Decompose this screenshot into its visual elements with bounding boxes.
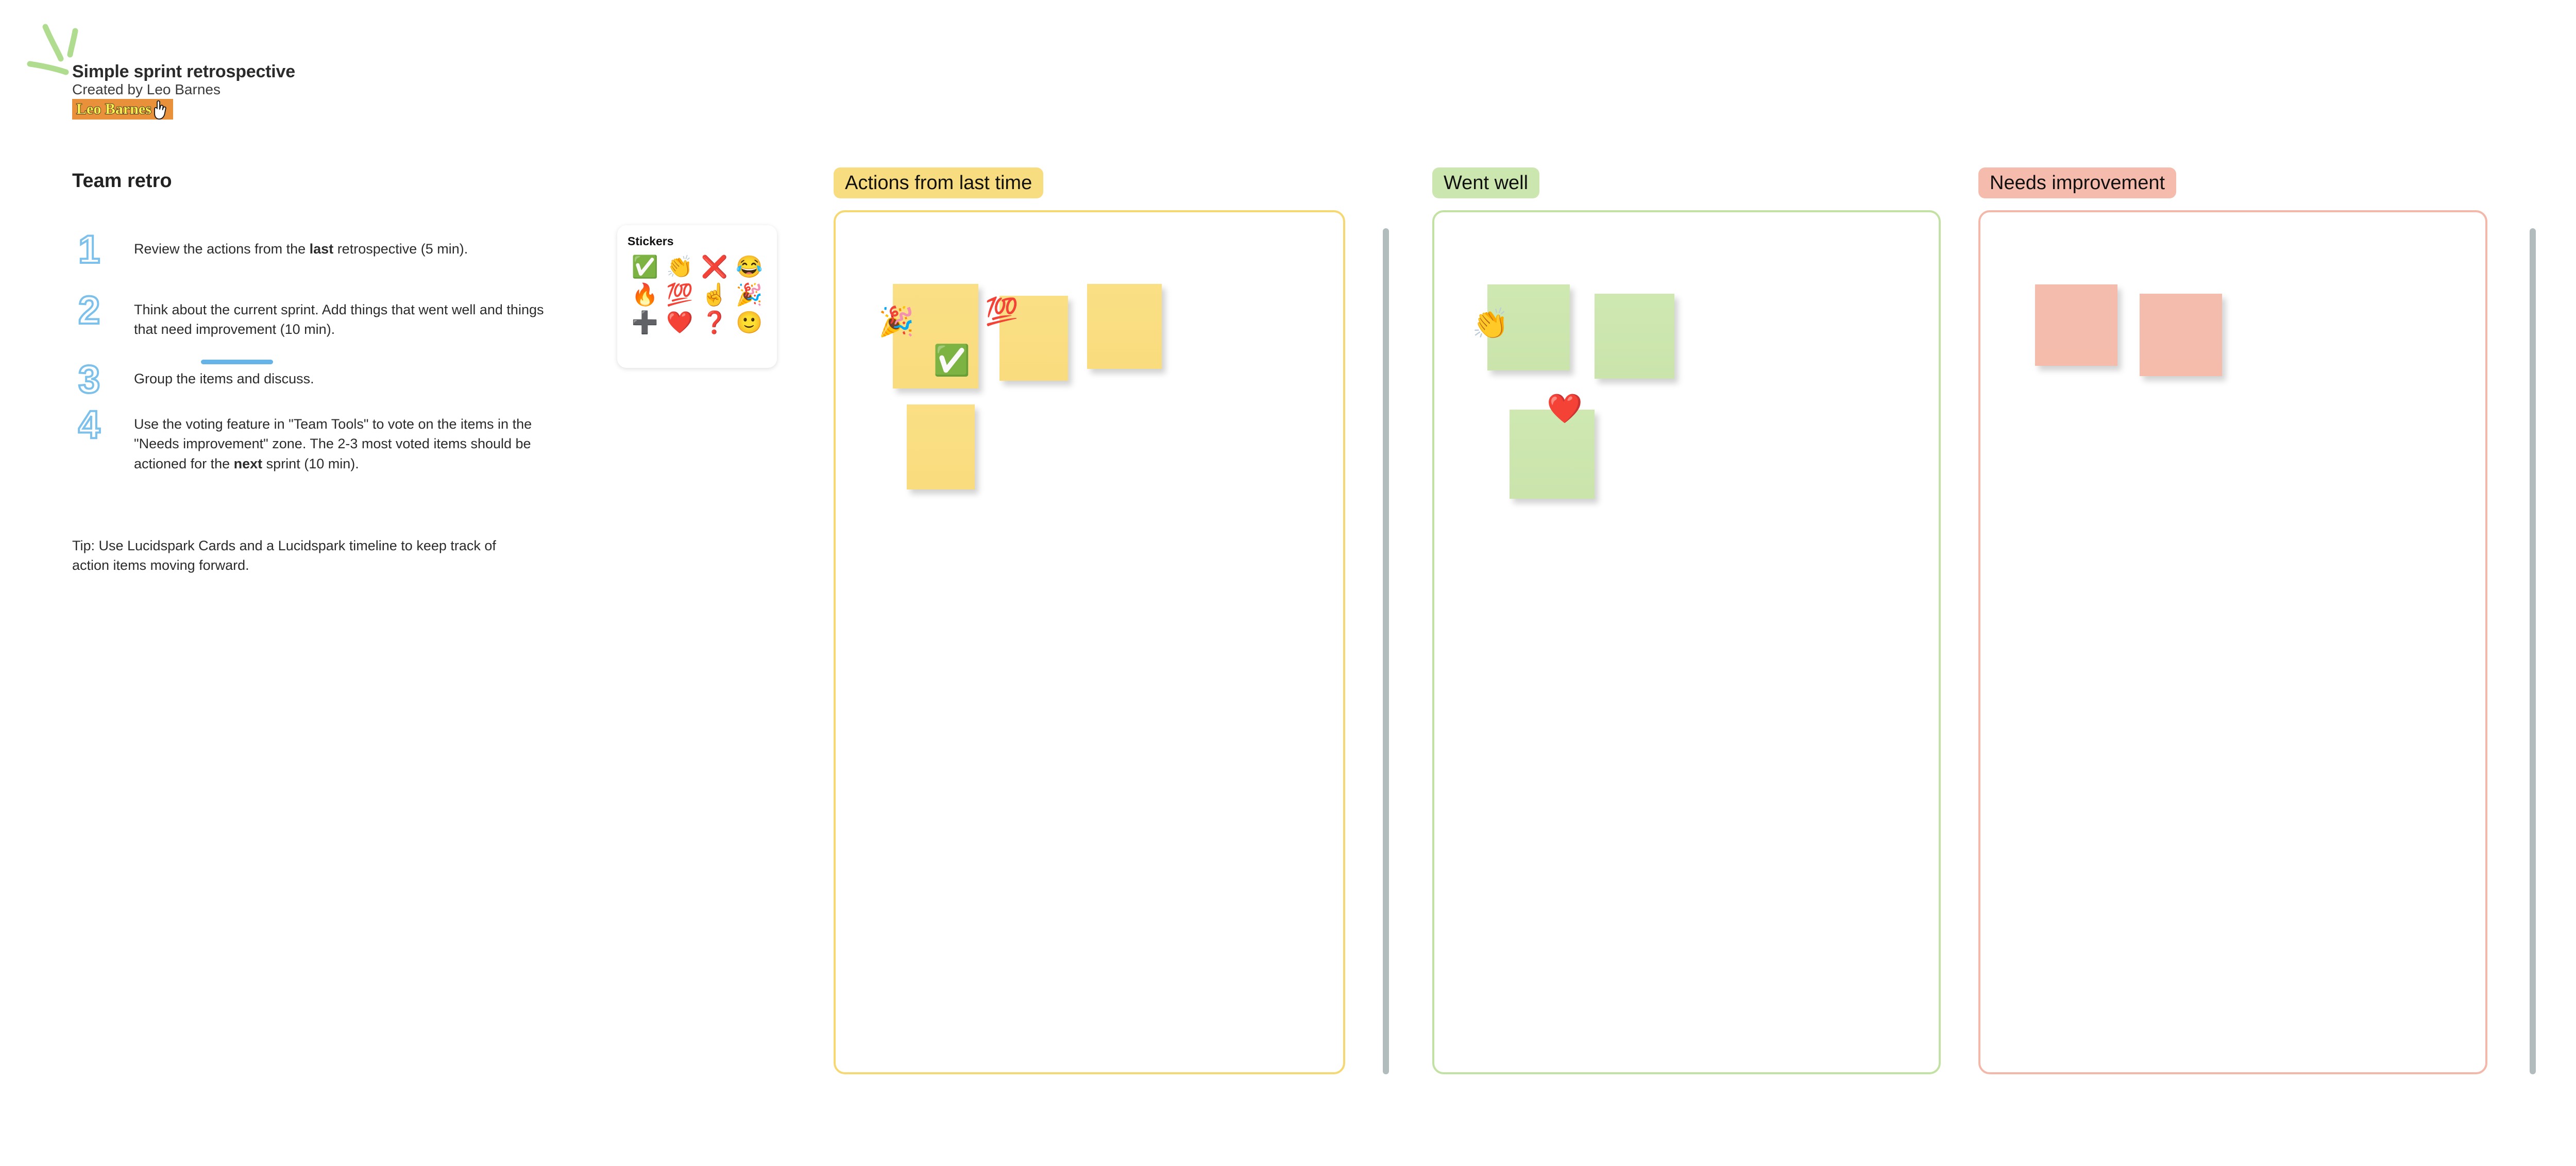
hundred-points-icon[interactable]: 💯	[666, 282, 693, 307]
fire-icon[interactable]: 🔥	[631, 282, 658, 307]
instructions-tip: Tip: Use Lucidspark Cards and a Lucidspa…	[72, 538, 496, 573]
step-text-2: Think about the current sprint. Add thin…	[134, 302, 544, 337]
step-number-2: 2	[77, 289, 101, 332]
sticky-note[interactable]	[2035, 284, 2117, 366]
step-number-3: 3	[77, 358, 101, 401]
zone-divider-1[interactable]	[1383, 228, 1389, 1074]
sticky-note[interactable]	[999, 296, 1068, 381]
zone-frame-actions-from-last-time[interactable]	[834, 210, 1345, 1074]
index-pointing-up-icon[interactable]: ☝️	[701, 282, 728, 307]
hundred-points-icon[interactable]: 💯	[985, 297, 1019, 327]
sticky-note[interactable]	[1087, 284, 1162, 369]
zone-actions-from-last-time: Actions from last time	[834, 167, 1345, 1074]
green-spark-doodle-icon	[27, 24, 78, 75]
instruction-step-2: 2 Think about the current sprint. Add th…	[72, 289, 546, 340]
sticky-note[interactable]	[2140, 294, 2222, 376]
party-popper-icon[interactable]: 🎉	[878, 305, 914, 337]
instructions-panel: Team retro 1 Review the actions from the…	[72, 170, 546, 573]
instructions-heading: Team retro	[72, 170, 172, 192]
question-mark-icon[interactable]: ❓	[701, 310, 728, 335]
check-mark-button-icon[interactable]: ✅	[631, 255, 658, 279]
red-heart-icon[interactable]: ❤️	[1547, 392, 1583, 425]
board-title-block: Simple sprint retrospective Created by L…	[0, 0, 422, 134]
zone-label-needs-improvement[interactable]: Needs improvement	[1978, 167, 2177, 198]
clapping-hands-icon[interactable]: 👏	[1472, 307, 1510, 341]
page-title: Simple sprint retrospective	[72, 62, 295, 81]
sticky-note[interactable]	[1510, 410, 1595, 499]
instruction-step-4: 4 Use the voting feature in "Team Tools"…	[72, 403, 546, 474]
instruction-step-1: 1 Review the actions from the last retro…	[72, 228, 546, 272]
heading-underline-accent	[201, 360, 273, 364]
step-text-3: Group the items and discuss.	[134, 371, 314, 386]
author-name-tag: Leo Barnes	[72, 99, 173, 120]
sticky-note[interactable]	[1595, 294, 1674, 379]
sticky-note[interactable]	[1487, 284, 1570, 370]
check-mark-button-icon[interactable]: ✅	[933, 344, 971, 377]
stickers-grid: ✅ 👏 ❌ 😂 🔥 💯 ☝️ 🎉 ➕ ❤️ ❓ 🙂	[628, 255, 767, 335]
clapping-hands-icon[interactable]: 👏	[666, 255, 693, 279]
slightly-smiling-face-icon[interactable]: 🙂	[736, 310, 763, 335]
page-subtitle: Created by Leo Barnes	[72, 81, 221, 97]
zone-label-went-well[interactable]: Went well	[1432, 167, 1540, 198]
stickers-palette[interactable]: Stickers ✅ 👏 ❌ 😂 🔥 💯 ☝️ 🎉 ➕ ❤️ ❓ 🙂	[617, 225, 777, 368]
zone-divider-2[interactable]	[2530, 228, 2536, 1074]
step-number-4: 4	[77, 403, 101, 447]
face-with-tears-of-joy-icon[interactable]: 😂	[736, 255, 763, 279]
step-number-1: 1	[77, 228, 101, 272]
instruction-step-3: 3 Group the items and discuss.	[72, 358, 546, 401]
step-text-4: Use the voting feature in "Team Tools" t…	[134, 416, 532, 471]
step-text-1: Review the actions from the last retrosp…	[134, 241, 468, 257]
author-name-tag-label: Leo Barnes	[76, 100, 151, 117]
plus-icon[interactable]: ➕	[631, 310, 658, 335]
red-heart-icon[interactable]: ❤️	[666, 310, 693, 335]
cross-mark-icon[interactable]: ❌	[701, 255, 728, 279]
zone-label-actions-from-last-time[interactable]: Actions from last time	[834, 167, 1044, 198]
sticky-note[interactable]	[907, 404, 975, 489]
stickers-palette-title: Stickers	[628, 234, 674, 248]
hand-pointer-cursor-icon	[151, 99, 169, 120]
party-popper-icon[interactable]: 🎉	[736, 282, 763, 307]
sticky-note[interactable]	[893, 284, 978, 388]
